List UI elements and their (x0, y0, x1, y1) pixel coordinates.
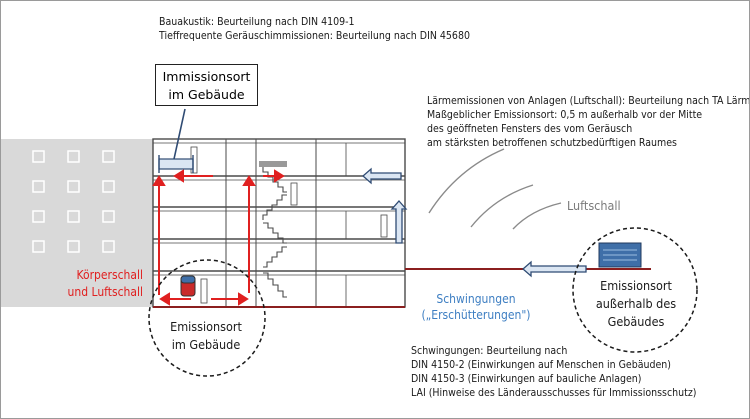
dashed-circle-outside (572, 227, 698, 353)
emission-inside-line: Emissionsort (170, 319, 242, 334)
emission-outside-label: Emissionsort außerhalb des Gebäudes (571, 277, 701, 331)
tank-icon (180, 275, 196, 297)
arrow-icon (362, 167, 587, 278)
vibration-label: Schwingungen („Erschütterungen") (411, 291, 541, 323)
staircase (259, 161, 287, 298)
sound-wave-icon (428, 148, 562, 230)
emission-outside-line: außerhalb des (595, 296, 677, 311)
vibration-label-line: („Erschütterungen") (421, 308, 531, 322)
immission-receiver-icon (158, 108, 194, 173)
vibration-norm-line: Schwingungen: Beurteilung nach (411, 345, 568, 357)
norm-line: Tieffrequente Geräuschimmissionen: Beurt… (159, 30, 470, 42)
emission-inside-line: im Gebäude (171, 337, 241, 352)
immission-box: Immissionsort im Gebäude (155, 64, 258, 106)
ventilation-unit-icon (598, 242, 642, 268)
airborne-label: Luftschall (567, 198, 621, 213)
vibration-norm-line: LAI (Hinweise des Länderausschusses für … (411, 387, 697, 399)
red-arrows (152, 169, 285, 306)
structure-label-line: und Luftschall (67, 285, 143, 299)
emission-inside-label: Emissionsort im Gebäude (151, 318, 261, 354)
airborne-norm-line: des geöffneten Fensters des vom Geräusch (427, 123, 633, 135)
structure-label-line: Körperschall (76, 268, 143, 282)
neighbour-windows (32, 150, 115, 253)
airborne-norm-line: Lärmemissionen von Anlagen (Luftschall):… (427, 95, 750, 107)
vibration-norm: Schwingungen: Beurteilung nach DIN 4150-… (411, 344, 696, 400)
box-line: Immissionsort (162, 69, 251, 84)
vibration-label-line: Schwingungen (436, 292, 516, 306)
dashed-circle-inside (148, 259, 266, 377)
norms-top: Bauakustik: Beurteilung nach DIN 4109-1 … (159, 15, 470, 43)
emission-outside-line: Gebäudes (607, 314, 665, 329)
box-line: im Gebäude (168, 87, 245, 102)
airborne-norm: Lärmemissionen von Anlagen (Luftschall):… (427, 94, 750, 150)
norm-line: Bauakustik: Beurteilung nach DIN 4109-1 (159, 16, 355, 28)
airborne-norm-line: Maßgeblicher Emissionsort: 0,5 m außerha… (427, 109, 703, 121)
airborne-norm-line: am stärksten betroffenen schutzbedürftig… (427, 137, 677, 149)
structure-borne-label: Körperschall und Luftschall (23, 267, 143, 301)
neighbour-building (1, 139, 153, 307)
vibration-norm-line: DIN 4150-3 (Einwirkungen auf bauliche An… (411, 373, 642, 385)
vibration-norm-line: DIN 4150-2 (Einwirkungen auf Menschen in… (411, 359, 671, 371)
emission-outside-line: Emissionsort (600, 278, 672, 293)
